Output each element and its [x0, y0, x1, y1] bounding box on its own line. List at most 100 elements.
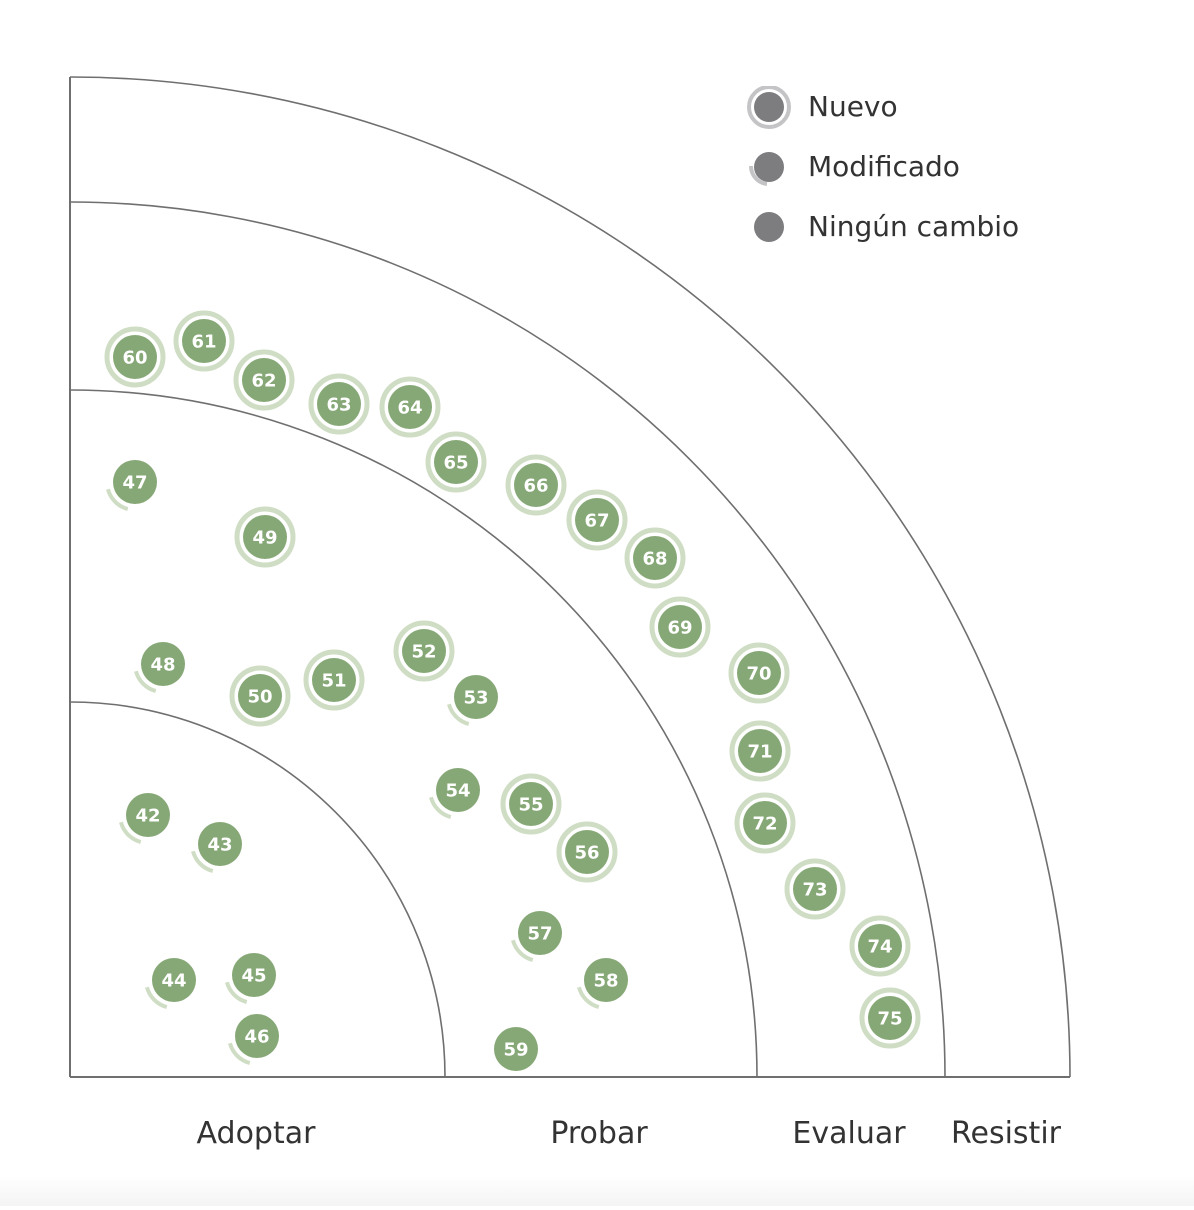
- blip-number: 57: [527, 924, 552, 945]
- new-ring: [784, 858, 846, 920]
- modified-arc: [225, 981, 248, 1004]
- modified-arc: [119, 821, 142, 844]
- blip-number: 56: [574, 843, 599, 864]
- blip-number: 65: [443, 453, 468, 474]
- new-ring: [566, 489, 628, 551]
- modified-marker-arc: [748, 165, 768, 186]
- blip-47[interactable]: 47: [106, 460, 157, 511]
- blip-dot: [743, 801, 787, 845]
- blip-57[interactable]: 57: [511, 911, 562, 962]
- modified-arc: [228, 1042, 251, 1065]
- blip-61[interactable]: 61: [173, 310, 235, 372]
- blip-number: 68: [642, 549, 667, 570]
- blip-70[interactable]: 70: [728, 642, 790, 704]
- blip-number: 52: [411, 642, 436, 663]
- blip-75[interactable]: 75: [859, 987, 921, 1049]
- blip-65[interactable]: 65: [425, 431, 487, 493]
- blip-52[interactable]: 52: [393, 620, 455, 682]
- blip-55[interactable]: 55: [500, 773, 562, 835]
- blip-number: 71: [747, 742, 772, 763]
- blip-dot: [152, 958, 196, 1002]
- blip-number: 61: [191, 332, 216, 353]
- new-ring: [500, 773, 562, 835]
- new-ring: [308, 373, 370, 435]
- blip-42[interactable]: 42: [119, 793, 170, 844]
- blip-54[interactable]: 54: [429, 768, 480, 819]
- new-ring: [859, 987, 921, 1049]
- blip-dot: [312, 658, 356, 702]
- modified-arc: [145, 986, 168, 1009]
- blip-number: 63: [326, 395, 351, 416]
- blip-number: 47: [122, 473, 147, 494]
- blip-dot: [388, 385, 432, 429]
- unchanged-marker-dot: [754, 212, 784, 242]
- blip-number: 60: [122, 348, 147, 369]
- blip-66[interactable]: 66: [505, 454, 567, 516]
- blip-48[interactable]: 48: [134, 642, 185, 693]
- blip-number: 53: [463, 688, 488, 709]
- blip-dot: [182, 319, 226, 363]
- blip-60[interactable]: 60: [104, 326, 166, 388]
- legend-label-modificado: Modificado: [808, 150, 960, 183]
- blip-number: 62: [251, 371, 276, 392]
- blip-64[interactable]: 64: [379, 376, 441, 438]
- blip-72[interactable]: 72: [734, 792, 796, 854]
- blip-58[interactable]: 58: [577, 958, 628, 1009]
- blip-number: 58: [593, 971, 618, 992]
- blip-46[interactable]: 46: [228, 1014, 279, 1065]
- blip-59[interactable]: 59: [494, 1027, 538, 1071]
- blip-44[interactable]: 44: [145, 958, 196, 1009]
- ring-label-probar: Probar: [550, 1116, 648, 1151]
- blip-number: 59: [503, 1040, 528, 1061]
- new-ring: [229, 665, 291, 727]
- blip-number: 46: [244, 1027, 269, 1048]
- blip-number: 67: [584, 511, 609, 532]
- blip-dot: [494, 1027, 538, 1071]
- blip-dot: [575, 498, 619, 542]
- ring-label-resistir: Resistir: [951, 1116, 1061, 1151]
- blip-63[interactable]: 63: [308, 373, 370, 435]
- new-marker-ring: [747, 86, 791, 129]
- modified-arc: [106, 488, 129, 511]
- blip-dot: [242, 358, 286, 402]
- blip-45[interactable]: 45: [225, 953, 276, 1004]
- blip-51[interactable]: 51: [303, 649, 365, 711]
- new-ring: [649, 596, 711, 658]
- new-ring: [729, 720, 791, 782]
- blip-number: 49: [252, 528, 277, 549]
- new-ring: [624, 527, 686, 589]
- blip-62[interactable]: 62: [233, 349, 295, 411]
- blip-number: 42: [135, 806, 160, 827]
- blip-number: 45: [241, 966, 266, 987]
- blip-dot: [868, 996, 912, 1040]
- blip-49[interactable]: 49: [234, 506, 296, 568]
- blip-74[interactable]: 74: [849, 915, 911, 977]
- ring-label-adoptar: Adoptar: [196, 1116, 316, 1151]
- bottom-fade: [0, 1176, 1194, 1206]
- blip-dot: [235, 1014, 279, 1058]
- new-ring: [425, 431, 487, 493]
- blip-73[interactable]: 73: [784, 858, 846, 920]
- blip-dot: [737, 651, 781, 695]
- blip-69[interactable]: 69: [649, 596, 711, 658]
- blip-dot: [198, 822, 242, 866]
- new-ring: [849, 915, 911, 977]
- blip-dot: [858, 924, 902, 968]
- ring-arc-evaluar: [69, 201, 946, 1078]
- blip-dot: [584, 958, 628, 1002]
- blip-56[interactable]: 56: [556, 821, 618, 883]
- blip-number: 69: [667, 618, 692, 639]
- blip-number: 66: [523, 476, 548, 497]
- new-marker-icon: [747, 86, 791, 129]
- new-ring: [234, 506, 296, 568]
- blip-53[interactable]: 53: [447, 675, 498, 726]
- modified-arc: [447, 703, 470, 726]
- blip-43[interactable]: 43: [191, 822, 242, 873]
- blip-50[interactable]: 50: [229, 665, 291, 727]
- blip-71[interactable]: 71: [729, 720, 791, 782]
- blip-dot: [317, 382, 361, 426]
- blip-68[interactable]: 68: [624, 527, 686, 589]
- modified-marker-icon: [748, 152, 784, 186]
- blip-67[interactable]: 67: [566, 489, 628, 551]
